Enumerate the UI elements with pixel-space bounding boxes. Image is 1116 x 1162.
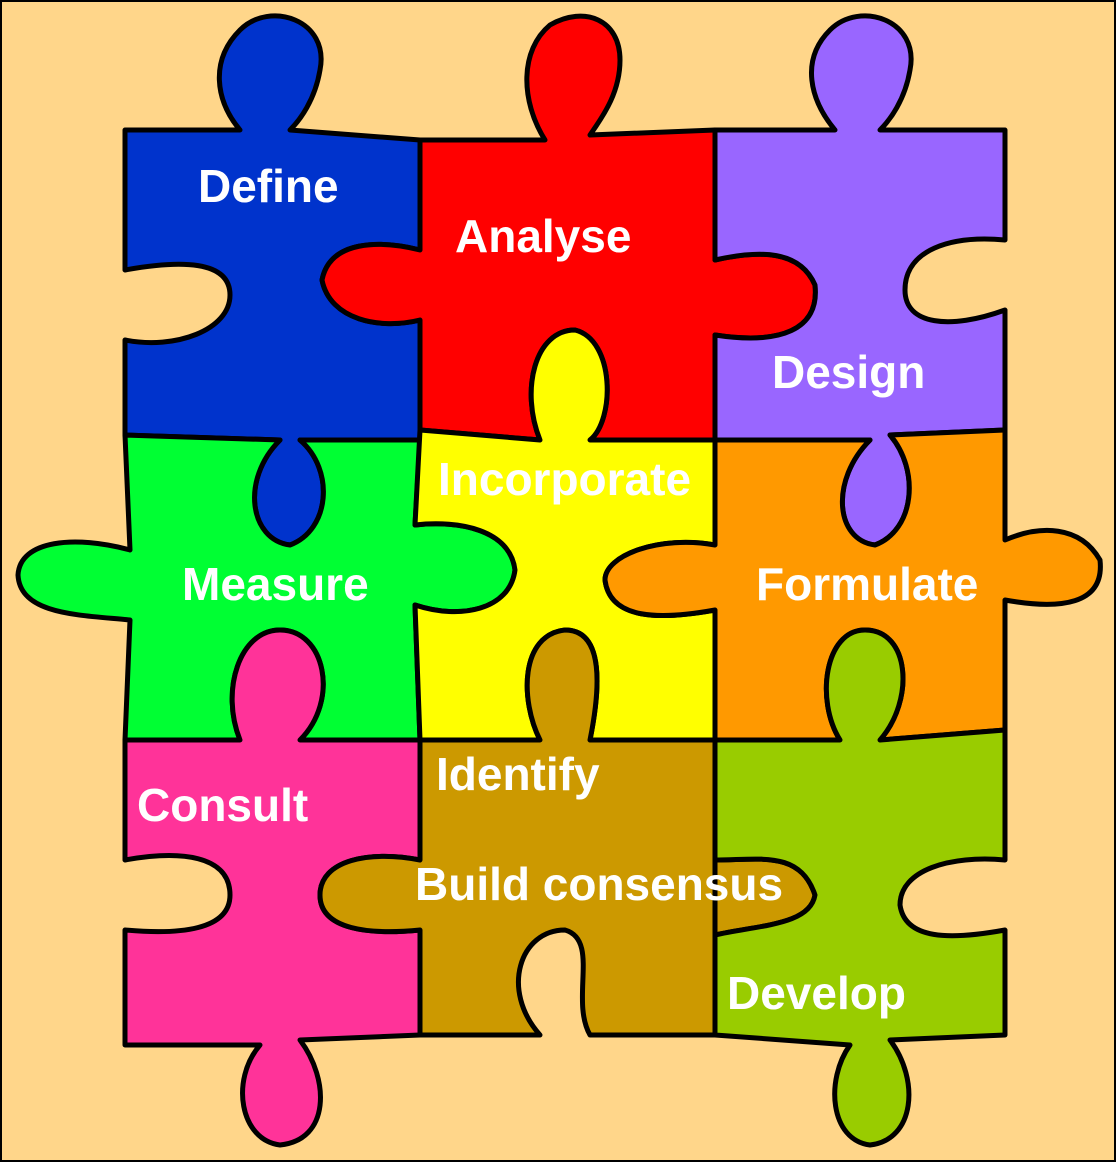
label-consult: Consult xyxy=(137,779,308,831)
label-build-consensus: Build consensus xyxy=(415,858,783,910)
label-measure: Measure xyxy=(182,558,369,610)
label-formulate: Formulate xyxy=(756,558,978,610)
label-design: Design xyxy=(772,346,925,398)
label-define: Define xyxy=(198,160,339,212)
label-develop: Develop xyxy=(727,967,906,1019)
label-identify: Identify xyxy=(436,748,600,800)
piece-design xyxy=(712,13,1008,548)
label-incorporate: Incorporate xyxy=(438,453,691,505)
piece-develop xyxy=(712,627,1008,1148)
label-analyse: Analyse xyxy=(455,210,631,262)
